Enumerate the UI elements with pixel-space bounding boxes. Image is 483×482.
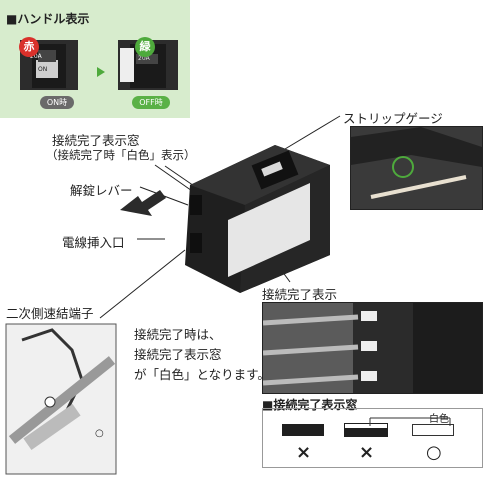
red-badge: 赤 bbox=[19, 37, 39, 57]
legend-mark-1: × bbox=[296, 442, 312, 463]
breaker-main-image bbox=[170, 135, 340, 295]
strip-gauge-label: ストリップゲージ bbox=[343, 111, 443, 126]
legend-white-label: 白色 bbox=[429, 414, 449, 425]
connect-indicator-label: 接続完了表示 bbox=[262, 287, 338, 302]
release-lever-label: 解錠レバー bbox=[70, 183, 133, 198]
connection-indicator-photo bbox=[262, 302, 483, 394]
legend-state-black bbox=[282, 424, 324, 436]
note-line-3: が「白色」となります。 bbox=[134, 367, 270, 382]
note-line-1: 接続完了時は、 bbox=[134, 327, 222, 342]
handle-display-panel: ■ハンドル表示 20A ON 赤 ON時 20A 緑 OFF時 bbox=[0, 0, 190, 118]
legend-mark-3: ○ bbox=[426, 442, 442, 463]
note-line-2: 接続完了表示窓 bbox=[134, 347, 222, 362]
small-circle-mark: ○ bbox=[95, 428, 104, 439]
secondary-terminal-label: 二次側速結端子 bbox=[6, 306, 94, 321]
green-badge: 緑 bbox=[135, 37, 155, 57]
wire-port-label: 電線挿入口 bbox=[62, 235, 125, 250]
terminal-cross-section bbox=[2, 320, 120, 478]
switch-on-text: ON bbox=[38, 66, 48, 73]
window-label: 接続完了表示窓 bbox=[52, 133, 140, 148]
arrow-right-icon bbox=[97, 67, 105, 77]
strip-gauge-photo bbox=[350, 126, 483, 210]
breaker-on-image bbox=[12, 34, 82, 92]
legend-mark-2: × bbox=[359, 442, 375, 463]
off-state-label: OFF時 bbox=[132, 96, 170, 109]
window-sublabel: （接続完了時「白色」表示） bbox=[46, 148, 196, 162]
rating-off-text: 20A bbox=[138, 55, 150, 62]
rating-on-text: 20A bbox=[30, 53, 42, 60]
legend-state-partial bbox=[344, 423, 388, 437]
legend-state-white bbox=[412, 424, 454, 436]
handle-display-title: ■ハンドル表示 bbox=[6, 12, 90, 26]
legend-white-leader bbox=[369, 417, 451, 426]
on-state-label: ON時 bbox=[40, 96, 74, 109]
